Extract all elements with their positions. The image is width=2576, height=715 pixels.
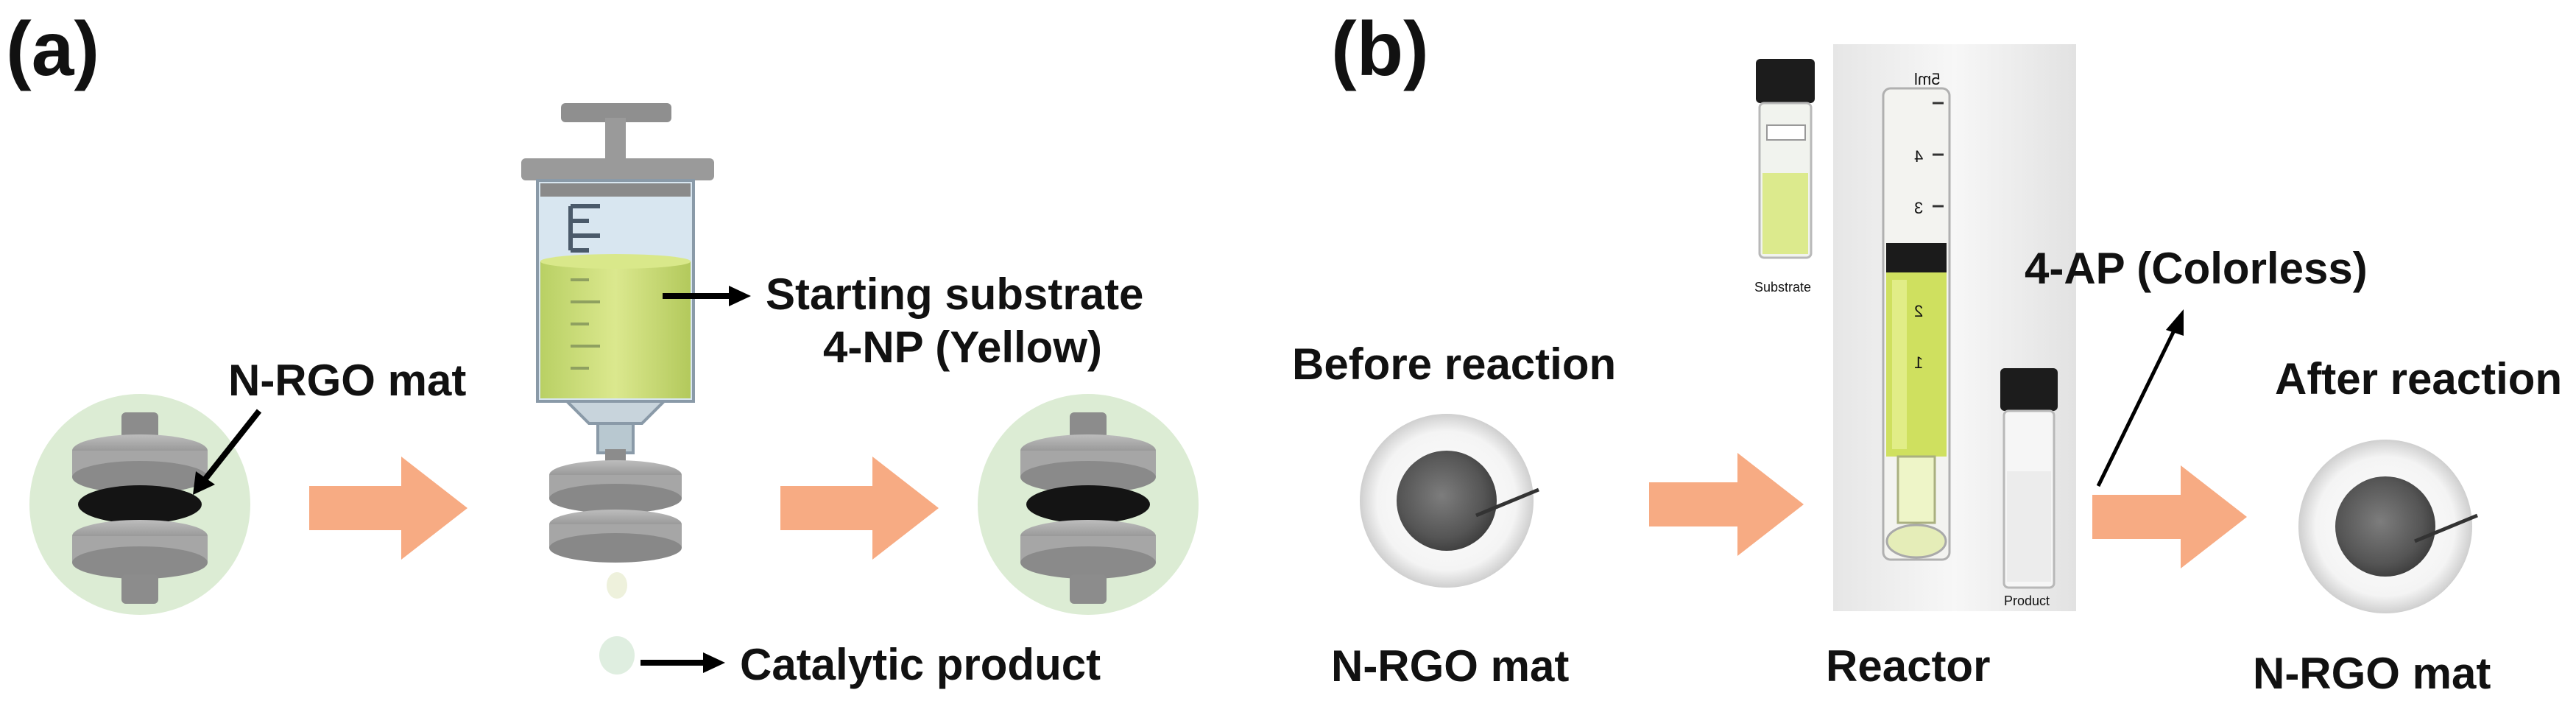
mat-label-a: N-RGO mat [228,356,467,405]
4ap-label: 4-AP (Colorless) [2025,244,2368,293]
product-vial-icon [2000,368,2058,589]
after-reaction-label: After reaction [2275,354,2563,404]
flow-arrow-icon [2092,465,2247,568]
syringe-scale-label: 5ml [1914,70,1941,88]
4ap-pointer-arrow [2096,309,2184,487]
reactor-label: Reactor [1826,641,1991,691]
mat-pointer-arrow [193,409,262,495]
syringe-scale-label: 3 [1914,199,1924,217]
before-reaction-label: Before reaction [1292,339,1617,389]
substrate-label-line2: 4-NP (Yellow) [823,323,1102,372]
substrate-pointer-arrow [663,286,751,306]
mat-label-b-right: N-RGO mat [2253,649,2491,698]
mat-photo-after [2298,440,2478,613]
syringe-scale-label: 1 [1914,353,1924,372]
vial-product-caption: Product [2004,594,2050,608]
mat-label-b-left: N-RGO mat [1331,641,1570,691]
substrate-vial-icon [1756,59,1815,259]
mat-photo-before [1360,414,1539,588]
syringe-scale-label: 4 [1914,147,1924,166]
product-pointer-arrow [641,652,725,673]
reactor-photo [1833,44,2076,611]
syringe-icon [521,103,714,675]
flow-arrow-icon [309,457,467,560]
substrate-label-line1: Starting substrate [766,270,1144,319]
holder-after-icon [978,394,1199,615]
flow-arrow-icon [1649,453,1804,556]
syringe-scale-label: 2 [1914,302,1924,320]
product-label-a: Catalytic product [740,640,1101,689]
panel-label-b: (b) [1331,7,1429,92]
vial-substrate-caption: Substrate [1754,280,1812,295]
panel-label-a: (a) [6,7,100,92]
holder-before-icon [29,394,250,615]
flow-arrow-icon [780,457,939,560]
